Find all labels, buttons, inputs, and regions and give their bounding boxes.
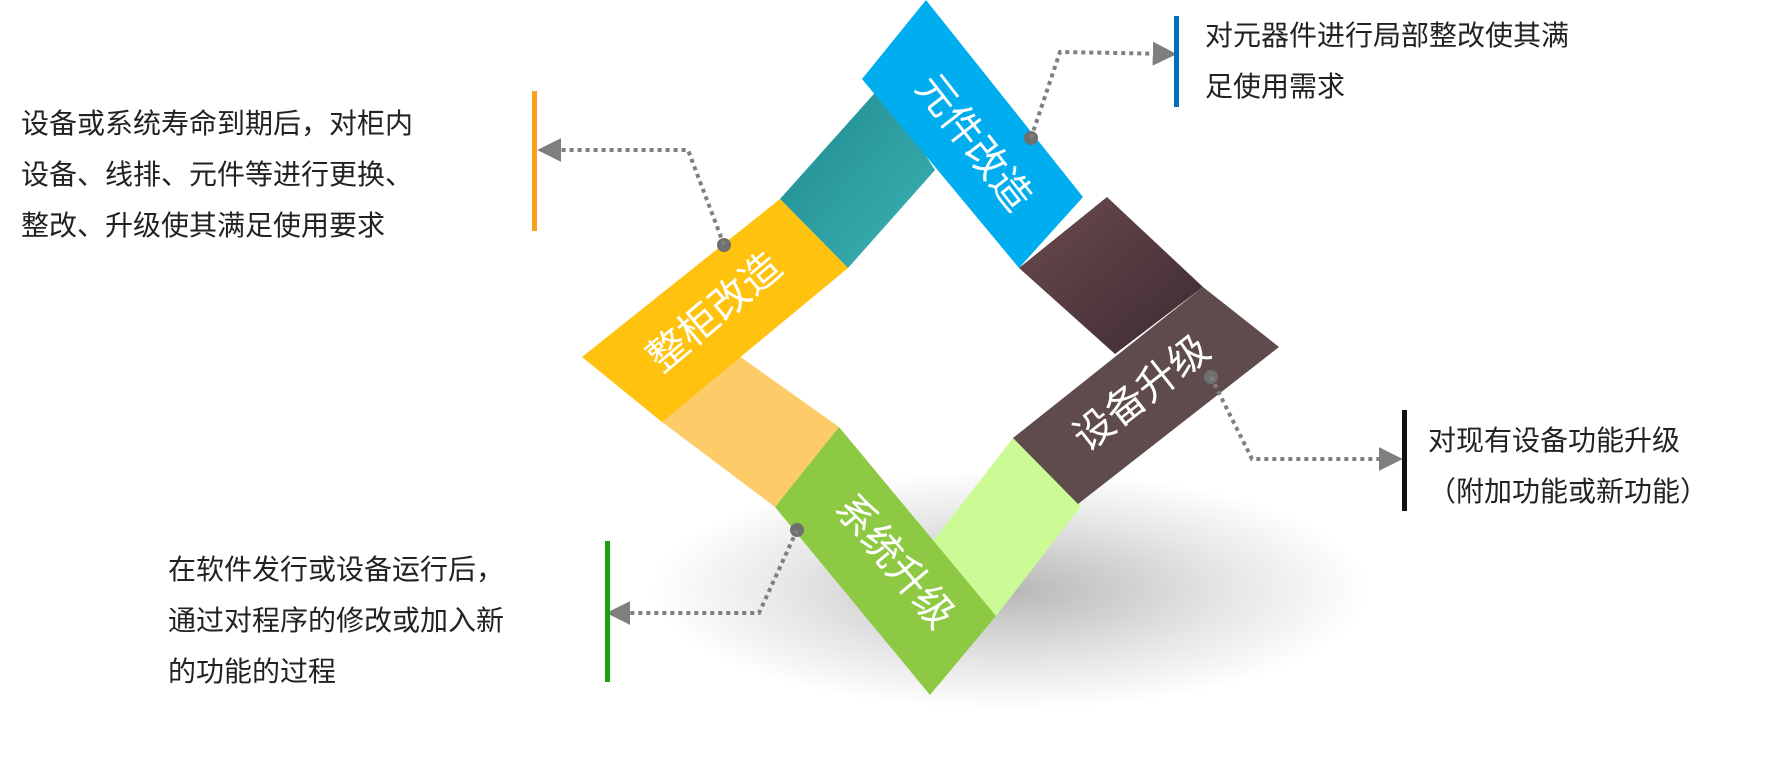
left-description-line-2: 设备、线排、元件等进行更换、	[21, 158, 414, 191]
bottom-description-bar	[605, 541, 610, 682]
bottom-description: 在软件发行或设备运行后， 通过对程序的修改或加入新 的功能的过程	[168, 544, 504, 697]
bottom-description-line-3: 的功能的过程	[168, 655, 337, 688]
bottom-description-line-1: 在软件发行或设备运行后，	[168, 553, 505, 586]
top-description: 对元器件进行局部整改使其满 足使用需求	[1205, 10, 1569, 112]
top-ribbon	[862, 0, 1083, 268]
right-description-line-2: （附加功能或新功能）	[1428, 475, 1709, 508]
left-description: 设备或系统寿命到期后，对柜内 设备、线排、元件等进行更换、 整改、升级使其满足使…	[21, 98, 413, 251]
right-description: 对现有设备功能升级 （附加功能或新功能）	[1428, 415, 1708, 517]
top-connector-line	[1029, 41, 1177, 139]
left-description-line-1: 设备或系统寿命到期后，对柜内	[21, 107, 414, 140]
bottom-fold-piece	[930, 438, 1081, 620]
right-description-bar	[1402, 410, 1407, 511]
top-fold-piece	[780, 86, 935, 268]
right-ribbon	[1013, 287, 1279, 504]
left-connector-line	[537, 138, 726, 246]
left-fold-piece	[662, 353, 839, 507]
right-connector-line	[1209, 376, 1403, 471]
top-description-line-2: 足使用需求	[1205, 70, 1346, 103]
bottom-description-line-2: 通过对程序的修改或加入新	[168, 604, 505, 637]
left-description-line-3: 整改、升级使其满足使用要求	[21, 209, 386, 242]
bottom-connector-line	[606, 529, 799, 625]
right-description-line-1: 对现有设备功能升级	[1428, 424, 1681, 457]
top-description-bar	[1174, 16, 1179, 107]
bottom-ribbon	[775, 427, 996, 695]
left-ribbon	[582, 199, 848, 422]
right-fold-piece	[1019, 197, 1203, 354]
left-description-bar	[532, 91, 537, 231]
top-description-line-1: 对元器件进行局部整改使其满	[1205, 19, 1570, 52]
